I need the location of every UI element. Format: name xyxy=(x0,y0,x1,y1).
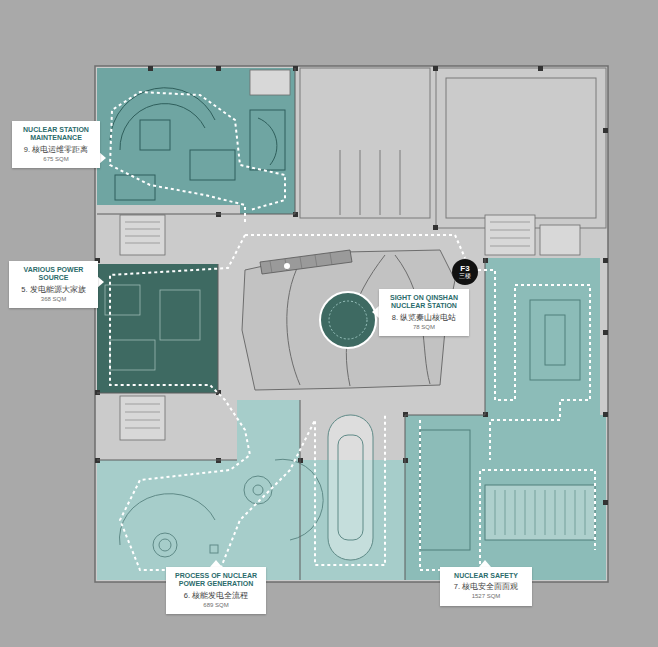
zone-name: 5. 发电能源大家族 xyxy=(14,285,93,294)
zone-area: 675 SQM xyxy=(17,156,95,163)
exhibit-furniture xyxy=(120,415,373,560)
floor-marker: F3三楼 xyxy=(452,259,478,285)
maintenance-zone xyxy=(97,68,295,214)
zone-name: 7. 核电安全面面观 xyxy=(445,582,527,591)
zone-area: 1527 SQM xyxy=(445,593,527,600)
start-dot xyxy=(284,263,290,269)
zone-callout: SIGHT ON QINSHAN NUCLEAR STATION 8. 纵览秦山核… xyxy=(379,289,469,336)
zone-area: 689 SQM xyxy=(171,602,261,609)
zone-title: NUCLEAR STATION MAINTENANCE xyxy=(17,126,95,143)
exhibit-furniture xyxy=(110,88,285,200)
zone-title: SIGHT ON QINSHAN NUCLEAR STATION xyxy=(384,294,464,311)
zone-name: 8. 纵览秦山核电站 xyxy=(384,313,464,322)
exhibit-furniture xyxy=(105,285,200,370)
callout-pointer xyxy=(97,152,491,567)
building-outline xyxy=(95,66,608,582)
zone-name: 9. 核电运维零距离 xyxy=(17,145,95,154)
zone-callout: PROCESS OF NUCLEAR POWER GENERATION 6. 核能… xyxy=(166,567,266,614)
walls xyxy=(97,68,485,580)
zone-area: 368 SQM xyxy=(14,296,93,303)
visitor-route xyxy=(110,92,595,570)
zone-name: 6. 核能发电全流程 xyxy=(171,591,261,600)
exhibit-furniture xyxy=(420,300,595,550)
zone-title: VARIOUS POWER SOURCE xyxy=(14,266,93,283)
stair-treads xyxy=(125,222,530,428)
zone-callout: VARIOUS POWER SOURCE 5. 发电能源大家族 368 SQM xyxy=(9,261,98,308)
zone-callout: NUCLEAR SAFETY 7. 核电安全面面观 1527 SQM xyxy=(440,567,532,606)
zone-title: NUCLEAR SAFETY xyxy=(445,572,527,580)
zone-area: 78 SQM xyxy=(384,324,464,331)
room-outline xyxy=(300,68,606,228)
zone-title: PROCESS OF NUCLEAR POWER GENERATION xyxy=(171,572,261,589)
zone-callout: NUCLEAR STATION MAINTENANCE 9. 核电运维零距离 675… xyxy=(12,121,100,168)
floor-label: F3 xyxy=(460,265,469,273)
floor-label: 三楼 xyxy=(459,273,471,280)
power-zone xyxy=(97,264,218,393)
